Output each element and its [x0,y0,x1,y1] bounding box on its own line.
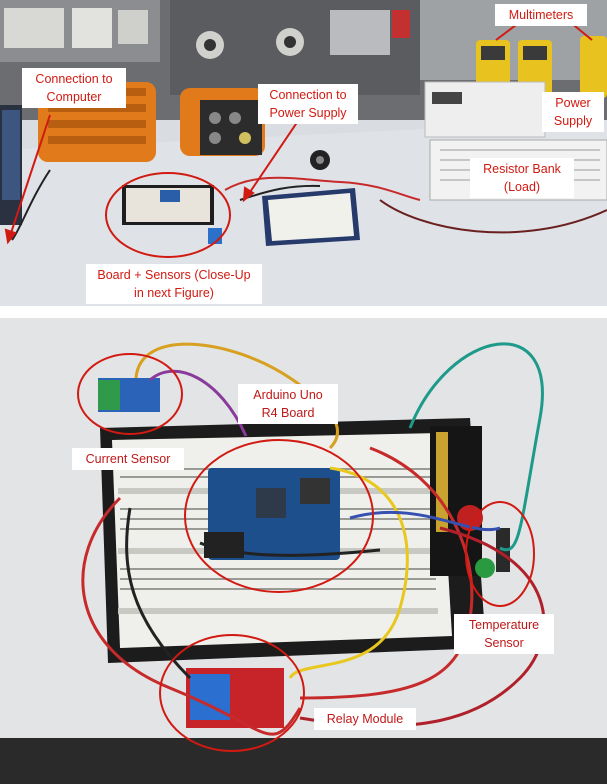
label-current-sensor: Current Sensor [72,448,184,470]
label-temperature-sensor: Temperature Sensor [454,614,554,654]
label-resistor-bank: Resistor Bank (Load) [470,158,574,198]
label-connection-to-power-supply: Connection to Power Supply [258,84,358,124]
label-power-supply: Power Supply [542,92,604,132]
label-connection-to-computer: Connection to Computer [22,68,126,108]
label-multimeters: Multimeters [495,4,587,26]
label-arduino-uno-r4: Arduino Uno R4 Board [238,384,338,424]
lab-bench-photo: Multimeters Connection to Computer Conne… [0,0,607,310]
breadboard-closeup-photo: Arduino Uno R4 Board Current Sensor Temp… [0,318,607,784]
label-relay-module: Relay Module [314,708,416,730]
label-board-sensors: Board + Sensors (Close-Up in next Figure… [86,264,262,304]
